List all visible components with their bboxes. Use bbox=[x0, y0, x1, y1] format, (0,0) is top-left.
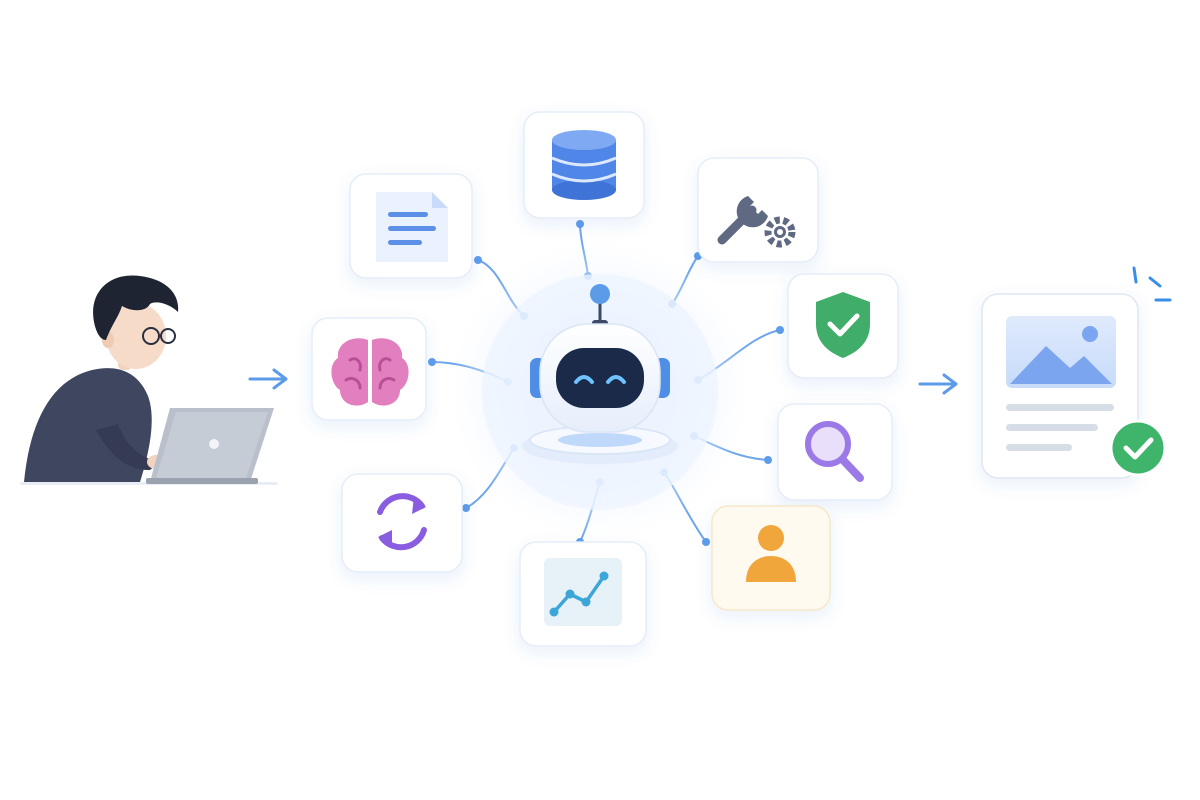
document-icon bbox=[376, 192, 448, 262]
tool-card-sync[interactable] bbox=[341, 473, 463, 573]
tool-card-analytics[interactable] bbox=[519, 541, 647, 647]
trend-chart-icon bbox=[544, 558, 622, 626]
sparkle-icon bbox=[1132, 266, 1172, 302]
magnifier-icon bbox=[805, 421, 864, 482]
input-arrow-icon bbox=[248, 368, 288, 390]
tool-card-user[interactable] bbox=[711, 505, 831, 611]
tool-card-security[interactable] bbox=[787, 273, 899, 379]
tool-card-document[interactable] bbox=[349, 173, 473, 279]
refresh-icon bbox=[377, 493, 427, 551]
ai-robot-icon bbox=[450, 240, 750, 540]
tool-card-search[interactable] bbox=[777, 403, 893, 501]
check-badge-icon bbox=[1109, 419, 1167, 477]
tool-card-tools[interactable] bbox=[697, 157, 819, 263]
wrench-gear-icon bbox=[717, 196, 796, 248]
result-document-icon[interactable] bbox=[981, 293, 1139, 479]
database-icon bbox=[551, 130, 617, 200]
output-arrow-icon bbox=[918, 373, 958, 395]
tool-card-database[interactable] bbox=[523, 111, 645, 219]
brain-icon bbox=[331, 338, 409, 406]
person-at-laptop-icon bbox=[20, 275, 278, 485]
shield-check-icon bbox=[816, 292, 870, 358]
user-profile-icon bbox=[746, 525, 796, 582]
tool-card-memory[interactable] bbox=[311, 317, 427, 421]
